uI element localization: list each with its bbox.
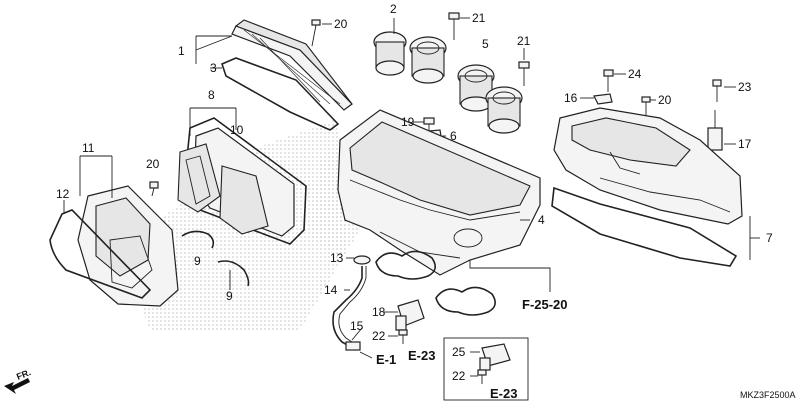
reference-labels: F-25-20 E-1 E-23 E-23: [376, 297, 568, 401]
screw-20-right: [641, 96, 651, 116]
clip-15: [345, 341, 361, 351]
callout-7: 7: [766, 231, 773, 245]
callout-18: 18: [372, 305, 386, 319]
callout-2: 2: [390, 2, 397, 16]
callout-22-b: 22: [452, 369, 466, 383]
callout-6: 6: [450, 129, 457, 143]
callout-9-a: 9: [194, 254, 201, 268]
callout-21-b: 21: [517, 34, 531, 48]
screw-20-top: [311, 19, 321, 47]
leader-lines: [63, 17, 760, 377]
callout-labels: 1 2 3 4 5 6 7 8 9 9 10 11 12 13 14 15 16…: [56, 2, 773, 383]
diagram-code: MKZ3F2500A: [740, 390, 796, 400]
front-direction-label: FR.: [15, 367, 32, 382]
reference-f-25-20: F-25-20: [522, 297, 568, 312]
drain-plug-13: [353, 255, 371, 265]
callout-20-c: 20: [658, 93, 672, 107]
screw-21-lower: [518, 61, 530, 86]
callout-4: 4: [538, 213, 545, 227]
callout-19: 19: [401, 115, 415, 129]
callout-10: 10: [230, 123, 244, 137]
hose-9a: [181, 230, 215, 249]
inset-box: [443, 337, 529, 401]
callout-13: 13: [330, 251, 344, 265]
callout-12: 12: [56, 187, 70, 201]
callout-1: 1: [178, 44, 185, 58]
callout-23: 23: [738, 80, 752, 94]
case-gasket-b: [435, 286, 496, 316]
reference-e-23-a: E-23: [408, 348, 435, 363]
filter-seal: [221, 57, 340, 131]
callout-16: 16: [564, 91, 578, 105]
callout-8: 8: [208, 88, 215, 102]
screw-24: [603, 69, 614, 92]
case-gasket-a: [375, 250, 436, 280]
callout-20-b: 20: [146, 157, 160, 171]
screw-21-upper: [448, 12, 460, 40]
screw-23: [712, 79, 722, 102]
screw-22-a: [398, 329, 408, 344]
sensor-17: [707, 110, 723, 161]
callout-21-a: 21: [472, 11, 486, 25]
callout-3: 3: [210, 61, 217, 75]
reference-e-23-b: E-23: [490, 386, 517, 401]
callout-24: 24: [628, 67, 642, 81]
screw-20-left: [149, 181, 159, 197]
callout-22-a: 22: [372, 329, 386, 343]
bracket-16: [593, 93, 613, 105]
callout-9-b: 9: [226, 289, 233, 303]
cover-housing-10: [177, 127, 295, 237]
callout-25: 25: [452, 345, 466, 359]
side-cover-11: [77, 185, 179, 307]
side-seal-12: [49, 209, 152, 299]
upper-cover-7: [553, 107, 743, 225]
upper-cover-gasket: [551, 186, 738, 267]
hose-9b: [217, 260, 250, 287]
reference-e-1: E-1: [376, 352, 396, 367]
air-cleaner-case: [337, 109, 541, 276]
callout-17: 17: [738, 137, 752, 151]
front-direction-arrow-icon: [4, 378, 30, 394]
funnel-set-front: [373, 31, 447, 84]
callout-11: 11: [82, 141, 95, 155]
callout-5: 5: [482, 37, 489, 51]
callout-14: 14: [324, 283, 338, 297]
sensor-18: [395, 299, 425, 331]
funnel-set-rear: [457, 64, 523, 134]
drain-tube-14: [332, 266, 367, 351]
callout-15: 15: [350, 319, 364, 333]
callout-20-a: 20: [334, 17, 348, 31]
air-filter-element: [231, 19, 353, 111]
